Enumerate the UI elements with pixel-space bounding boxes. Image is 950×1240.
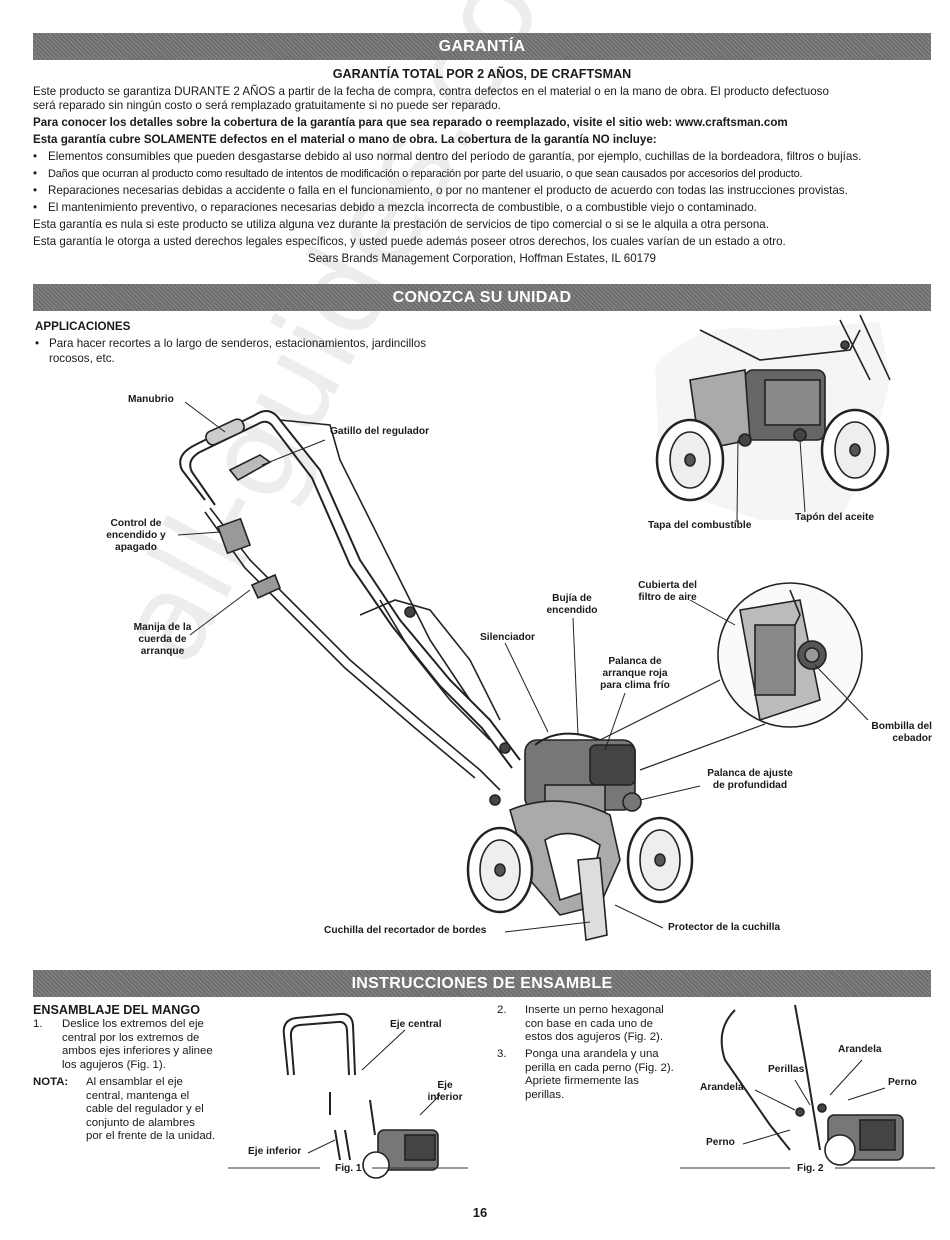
fig2-caption: Fig. 2 (797, 1163, 824, 1174)
warranty-note-1: Esta garantía es nula si este producto s… (33, 218, 769, 231)
know-unit-banner: CONOZCA SU UNIDAD (33, 284, 931, 311)
warranty-title: GARANTÍA TOTAL POR 2 AÑOS, DE CRAFTSMAN (332, 67, 632, 81)
assembly-heading: ENSAMBLAJE DEL MANGO (33, 1003, 200, 1017)
application-item: •Para hacer recortes a lo largo de sende… (35, 337, 426, 350)
fig2-bolt-left: Perno (706, 1137, 735, 1148)
warranty-intro-2: será reparado sin ningún costo o será re… (33, 99, 501, 112)
warranty-bullet-3: •Reparaciones necesarias debidas a accid… (33, 184, 848, 197)
label-fuel-cap: Tapa del combustible (648, 520, 752, 531)
warranty-coverage: Esta garantía cubre SOLAMENTE defectos e… (33, 133, 657, 146)
fig2-bolt-right: Perno (888, 1077, 917, 1088)
warranty-web-info: Para conocer los detalles sobre la cober… (33, 116, 788, 129)
warranty-banner: GARANTÍA (33, 33, 931, 60)
label-handle: Manubrio (128, 394, 174, 405)
label-throttle: Gatillo del regulador (330, 426, 430, 437)
warranty-company: Sears Brands Management Corporation, Hof… (307, 252, 656, 265)
applications-heading: APPLICACIONES (35, 320, 131, 333)
fig2-washer-top: Arandela (838, 1044, 882, 1055)
label-oil-cap: Tapón del aceite (795, 512, 875, 523)
page-number: 16 (472, 1205, 488, 1220)
label-muffler: Silenciador (480, 632, 535, 643)
note-label: NOTA: (33, 1076, 69, 1088)
warranty-bullet-4: •El mantenimiento preventivo, o reparaci… (33, 201, 757, 214)
label-blade-guard: Protector de la cuchilla (668, 922, 781, 933)
assembly-banner: INSTRUCCIONES DE ENSAMBLE (33, 970, 931, 997)
step3-number: 3. (497, 1048, 507, 1060)
fig2-knobs: Perillas (768, 1064, 805, 1075)
warranty-bullet-2: •Daños que ocurran al producto como resu… (33, 167, 803, 180)
warranty-note-2: Esta garantía le otorga a usted derechos… (33, 235, 786, 248)
fig1-center-shaft: Eje central (390, 1019, 442, 1030)
fig2-washer-left: Arandela (700, 1082, 744, 1093)
fig1-lower-shaft-left: Eje inferior (248, 1146, 302, 1157)
application-item-cont: rocosos, etc. (49, 352, 115, 365)
warranty-bullet-1: •Elementos consumibles que pueden desgas… (33, 150, 862, 163)
step2-number: 2. (497, 1004, 507, 1016)
fig1-caption: Fig. 1 (335, 1163, 362, 1174)
warranty-intro-1: Este producto se garantiza DURANTE 2 AÑO… (33, 85, 829, 98)
label-edger-blade: Cuchilla del recortador de bordes (324, 925, 487, 936)
step1-number: 1. (33, 1018, 43, 1030)
